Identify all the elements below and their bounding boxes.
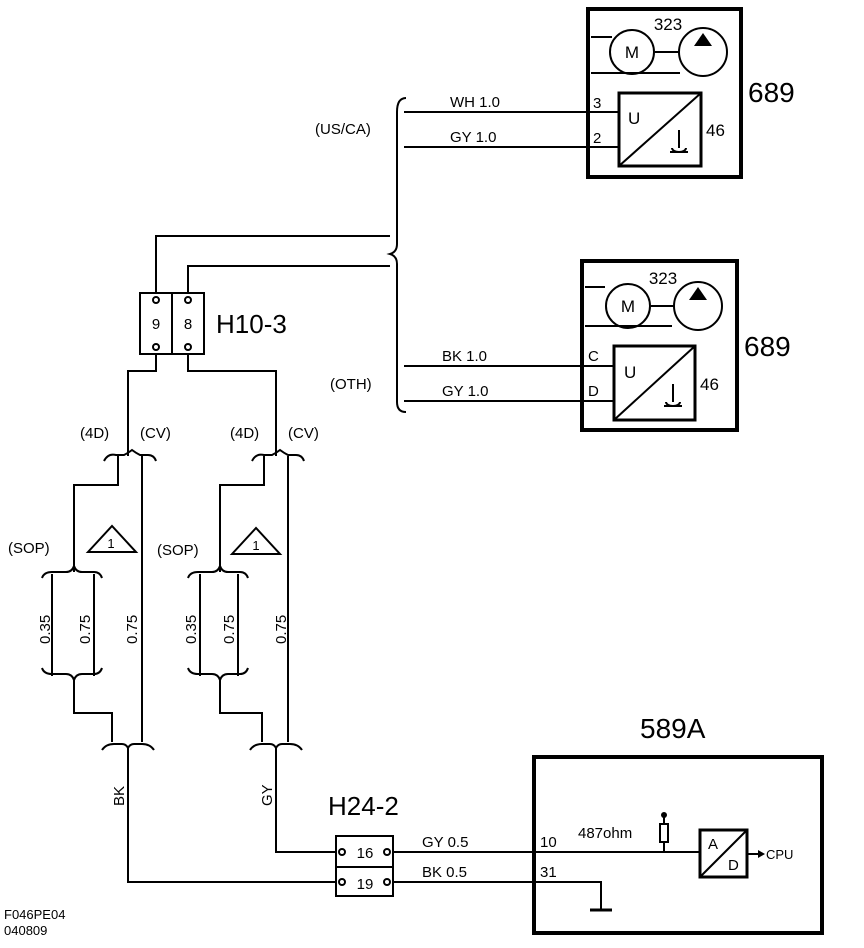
figure-code: F046PE04 <box>4 907 65 922</box>
pin-2-label: 2 <box>593 130 601 147</box>
h10-pin-8: 8 <box>184 316 192 333</box>
sensor-u-label-top: U <box>628 109 640 128</box>
component-id-689-bottom: 689 <box>744 331 791 362</box>
sensor-assembly-bottom: M 323 U C D 46 <box>580 259 739 432</box>
wire-size-075-right-a: 0.75 <box>221 615 238 644</box>
variant-cv-right: (CV) <box>288 425 319 442</box>
connector-h10-3: 9 8 <box>139 292 205 355</box>
pin-c-label: C <box>588 348 599 365</box>
wires-us-ca: WH 1.0 GY 1.0 (US/CA) <box>315 94 588 148</box>
sensor-u-label-bottom: U <box>624 363 636 382</box>
note-triangle-icon <box>229 526 283 555</box>
module-pin-10: 10 <box>540 834 557 851</box>
wire-size-075-left-b: 0.75 <box>124 615 141 644</box>
wires-oth: BK 1.0 GY 1.0 (OTH) <box>330 348 582 402</box>
pump-label-top: 323 <box>654 15 682 34</box>
component-id-689-top: 689 <box>748 77 795 108</box>
arrow-right-icon <box>758 850 765 858</box>
h24-pin-16: 16 <box>357 845 374 862</box>
wire-label-bk-module: BK 0.5 <box>422 864 467 881</box>
h10-pin-9: 9 <box>152 316 160 333</box>
variant-cv-left: (CV) <box>140 425 171 442</box>
variant-sop-left: (SOP) <box>8 540 50 557</box>
pin-d-label: D <box>588 383 599 400</box>
wire-label-gy-module: GY 0.5 <box>422 834 468 851</box>
wire-label-gy-main: GY <box>259 784 276 806</box>
sensor-id-bottom: 46 <box>700 375 719 394</box>
module-pin-31: 31 <box>540 864 557 881</box>
left-branch: (4D) (CV) (SOP) 1 0.35 0.75 0.75 <box>8 425 171 751</box>
connector-h10-label: H10-3 <box>216 309 287 339</box>
wire-label-bk-main: BK <box>111 786 128 806</box>
h24-pin-19: 19 <box>357 876 374 893</box>
wire-size-035-left: 0.35 <box>37 615 54 644</box>
pin-3-label: 3 <box>593 95 601 112</box>
wire-label-gy-mid: GY 1.0 <box>442 383 488 400</box>
pump-label-bottom: 323 <box>649 269 677 288</box>
figure-date: 040809 <box>4 923 47 938</box>
cpu-label: CPU <box>766 847 793 862</box>
wire-size-075-right-b: 0.75 <box>273 615 290 644</box>
variant-4d-right: (4D) <box>230 425 259 442</box>
note-marker-left: 1 <box>107 536 114 551</box>
variant-oth: (OTH) <box>330 376 372 393</box>
pump-arrow-icon <box>689 287 707 300</box>
ground-symbol-icon <box>670 130 688 153</box>
variant-4d-left: (4D) <box>80 425 109 442</box>
variant-us-ca: (US/CA) <box>315 121 371 138</box>
note-marker-right: 1 <box>252 538 259 553</box>
wire-label-bk-top: BK 1.0 <box>442 348 487 365</box>
connector-h24-2: 16 19 <box>335 835 394 897</box>
resistor-value: 487ohm <box>578 825 632 842</box>
connector-h24-label: H24-2 <box>328 791 399 821</box>
variant-brace <box>386 97 407 413</box>
sensor-id-top: 46 <box>706 121 725 140</box>
motor-label-bottom: M <box>621 297 635 316</box>
converter-d-label: D <box>728 857 739 874</box>
wire-label-gy-top: GY 1.0 <box>450 129 496 146</box>
module-589a: 10 31 487ohm A D CPU <box>532 755 824 935</box>
ground-symbol-icon <box>664 384 682 407</box>
motor-label-top: M <box>625 43 639 62</box>
wire-size-035-right: 0.35 <box>183 615 200 644</box>
sensor-assembly-top: M 323 U 3 2 46 <box>586 7 743 179</box>
component-id-589a: 589A <box>640 713 706 744</box>
right-branch: (4D) (CV) (SOP) 1 0.35 0.75 0.75 <box>157 425 319 751</box>
converter-a-label: A <box>708 836 718 853</box>
pump-arrow-icon <box>694 33 712 46</box>
variant-sop-right: (SOP) <box>157 542 199 559</box>
note-triangle-icon <box>85 524 139 553</box>
wire-label-wh: WH 1.0 <box>450 94 500 111</box>
wire-size-075-left-a: 0.75 <box>77 615 94 644</box>
